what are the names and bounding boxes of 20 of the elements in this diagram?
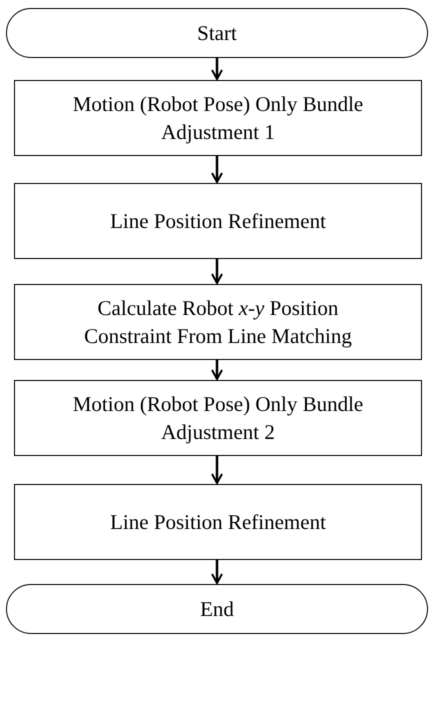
process-box [14,183,422,259]
arrow [211,456,223,484]
node-label: Start [197,20,237,47]
terminal-shape [6,584,428,634]
arrow [211,58,223,80]
process-box [14,380,422,456]
node-label: Motion (Robot Pose) Only Bundle Adjustment 2 [72,391,364,446]
arrow [211,156,223,183]
arrow [211,360,223,380]
node-label: Motion (Robot Pose) Only Bundle Adjustment 1 [72,91,364,146]
terminal-shape [6,8,428,58]
process-box [14,80,422,156]
process-box [14,284,422,360]
process-box [14,484,422,560]
node-label: End [200,596,234,623]
node-label: Line Position Refinement [110,509,326,536]
arrow [211,259,223,284]
arrow [211,560,223,584]
node-label: Line Position Refinement [110,208,326,235]
node-label: Calculate Robot x-y Position Constraint From Line Matching [83,295,353,350]
